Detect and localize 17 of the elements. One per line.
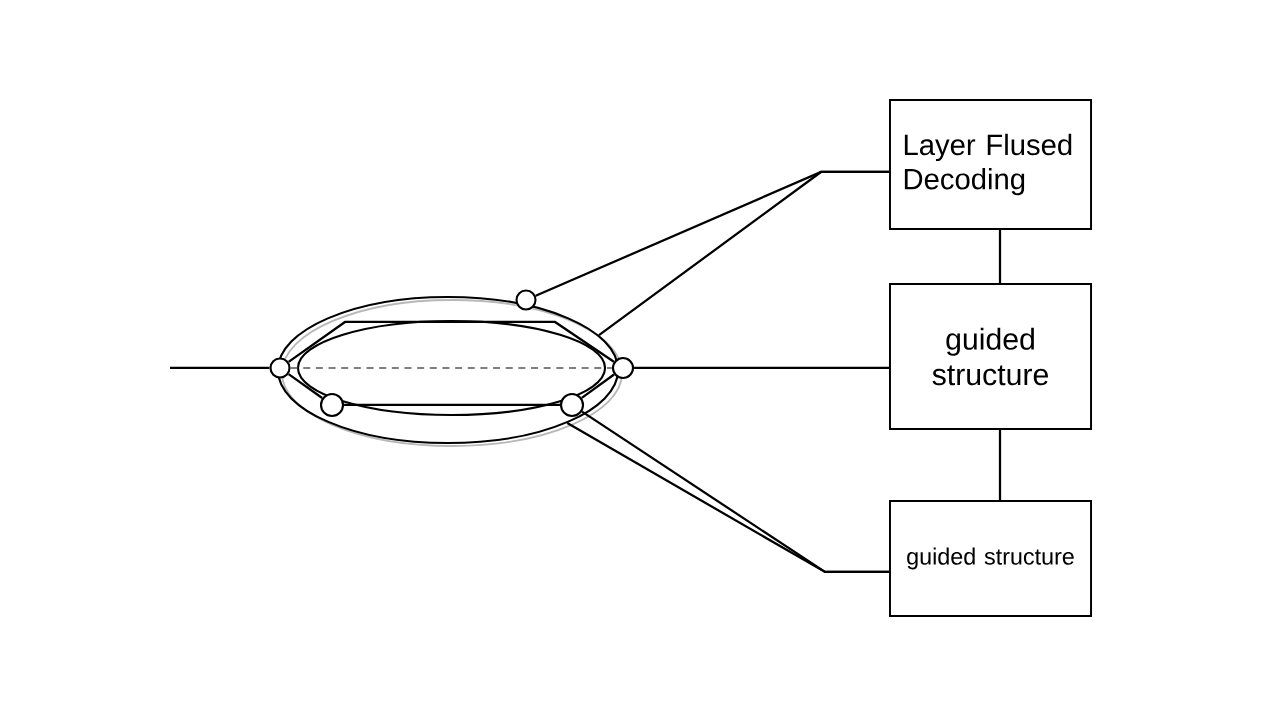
connector-line [581,373,615,399]
junction-circle [269,357,291,379]
junction-circle [319,392,345,418]
connector-line [170,366,270,370]
junction-circle [611,356,635,380]
connector-line [287,373,323,399]
junction-circle [515,289,537,311]
text-box: guided structure [889,283,1093,430]
junction-circle [559,392,585,418]
connector-line [287,320,615,363]
connector-line [598,170,889,337]
text-box: guided structure [889,500,1093,617]
text-box: Layer Flused Decoding [889,99,1093,230]
connector-line [998,430,1002,500]
connector-line [634,366,889,370]
connector-line [344,403,560,407]
connector-line [998,230,1002,283]
